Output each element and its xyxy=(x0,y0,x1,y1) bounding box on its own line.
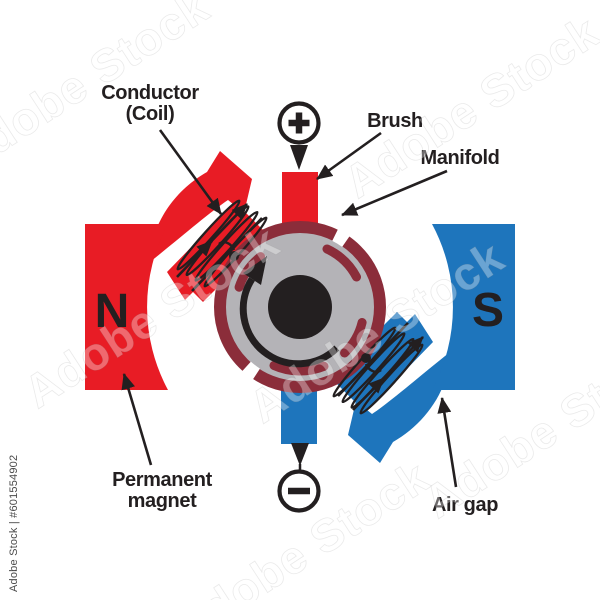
leader-manifold xyxy=(341,169,448,217)
label-permanent-line2: magnet xyxy=(128,490,197,512)
positive-terminal-icon xyxy=(277,101,321,170)
leader-air-gap xyxy=(437,397,458,488)
brush-positive xyxy=(282,172,318,230)
brush-negative xyxy=(281,386,317,444)
commutator-segment xyxy=(269,361,329,376)
current-out-arrow xyxy=(291,443,309,466)
coil-terminal-dot xyxy=(229,251,239,261)
negative-terminal-icon xyxy=(277,443,321,513)
label-brush: Brush xyxy=(367,110,423,132)
label-conductor-line2: (Coil) xyxy=(126,103,175,125)
coil-bottom xyxy=(329,322,427,418)
label-air-gap: Air gap xyxy=(432,494,498,516)
watermark-id-text: Adobe Stock | #601554902 xyxy=(8,455,20,592)
label-permanent-line1: Permanent xyxy=(112,469,213,491)
rotor xyxy=(214,221,386,393)
current-in-arrow xyxy=(290,145,308,170)
coil-top xyxy=(173,196,271,292)
south-pole-letter: S xyxy=(472,284,504,337)
ring-gap xyxy=(332,229,350,247)
commutator-segment xyxy=(340,318,367,358)
coil-terminal-dot xyxy=(361,353,371,363)
rotation-arrow-icon xyxy=(239,256,340,368)
leader-conductor xyxy=(158,129,223,215)
commutator-segment xyxy=(322,244,361,282)
shaft xyxy=(268,275,332,339)
ring-gap xyxy=(242,361,261,380)
label-manifold: Manifold xyxy=(420,147,499,169)
label-conductor-line1: Conductor xyxy=(101,82,199,104)
leader-brush xyxy=(316,131,382,181)
watermark-text: Adobe Stock xyxy=(335,5,600,208)
leader-permanent-magnet xyxy=(121,373,153,466)
north-pole-letter: N xyxy=(95,285,130,338)
manifold-ring xyxy=(214,221,386,393)
